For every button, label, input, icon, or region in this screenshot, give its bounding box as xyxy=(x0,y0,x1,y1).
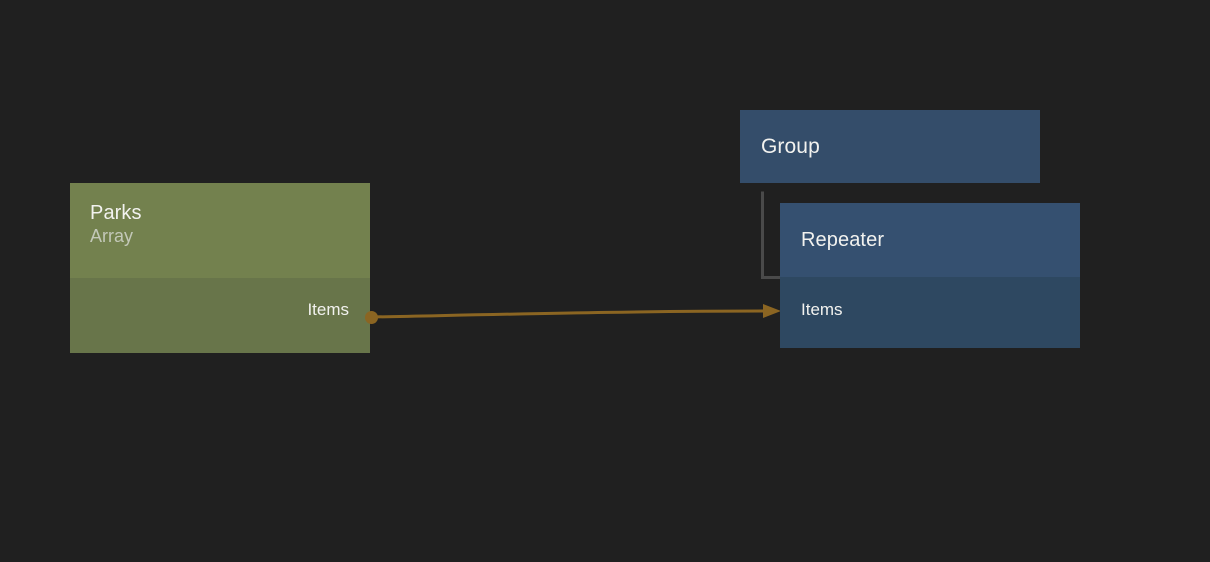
node-parks-title: Parks xyxy=(90,202,142,224)
node-repeater-port-items-label: Items xyxy=(801,299,843,319)
node-parks-header[interactable]: Parks Array xyxy=(70,183,370,278)
node-repeater-title: Repeater xyxy=(801,229,885,251)
node-group-title: Group xyxy=(761,134,820,158)
node-repeater-header[interactable]: Repeater xyxy=(780,203,1080,277)
node-parks-port-items-label: Items xyxy=(307,299,349,319)
node-parks-subtitle: Array xyxy=(90,226,134,246)
node-group-header[interactable]: Group xyxy=(740,110,1040,183)
node-parks-port-items[interactable]: Items xyxy=(70,278,370,353)
node-group[interactable]: Group xyxy=(740,110,1040,183)
group-bracket-icon xyxy=(761,191,781,279)
output-port-dot-icon[interactable] xyxy=(365,311,378,324)
node-repeater[interactable]: Repeater Items xyxy=(780,203,1080,348)
node-repeater-port-items[interactable]: Items xyxy=(780,277,1080,348)
node-parks[interactable]: Parks Array Items xyxy=(70,183,370,353)
edge-parks-items-to-repeater-items[interactable] xyxy=(371,304,781,319)
